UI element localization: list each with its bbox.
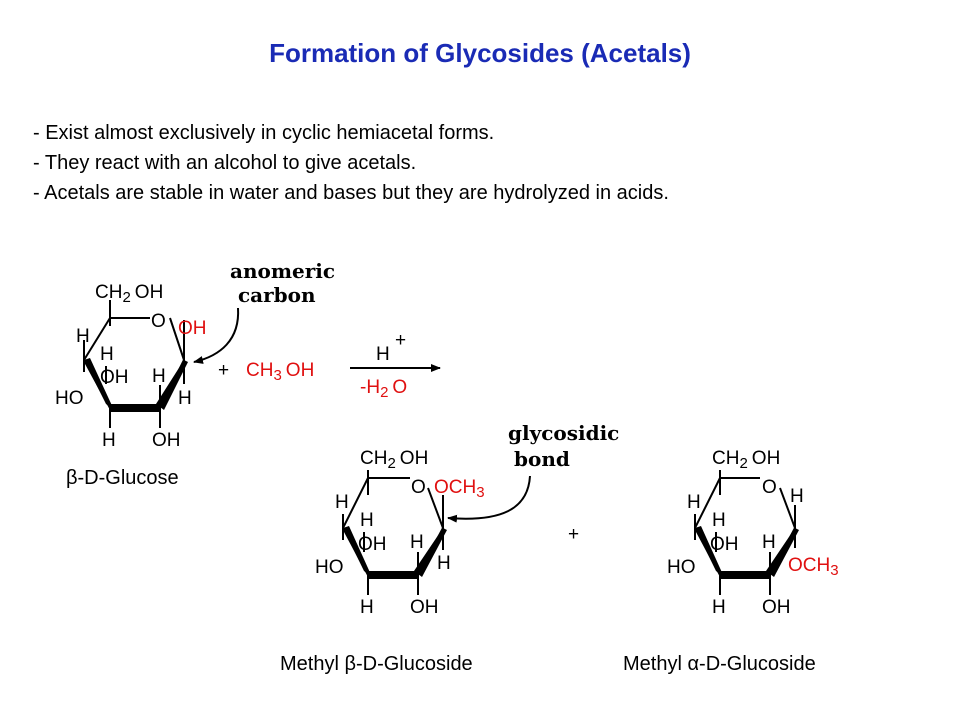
methyl-alpha-h-c4: H: [687, 492, 701, 513]
methyl-beta-oh-bottom: OH: [410, 597, 439, 618]
svg-text:OCH3: OCH3: [788, 555, 839, 579]
reagent-plus: +: [218, 360, 229, 381]
methyl-alpha-h-c2: H: [762, 532, 776, 553]
methyl-alpha-h-anomeric: H: [790, 486, 804, 507]
beta-glucose-h-c2: H: [152, 366, 166, 387]
methanol-ch: CH: [246, 360, 273, 381]
catalyst-h: H: [376, 344, 390, 365]
svg-text:OCH3: OCH3: [434, 477, 485, 501]
methyl-beta-ring-oxygen: O: [411, 477, 426, 498]
beta-glucose-ch2-oh: OH: [135, 282, 164, 303]
beta-glucose-ho-c4: HO: [55, 388, 84, 409]
methyl-beta-wedge-left: [343, 526, 372, 577]
methyl-alpha-ho-c4: HO: [667, 557, 696, 578]
methyl-alpha-ring-oxygen: O: [762, 477, 777, 498]
bullet-item-1: - Exist almost exclusively in cyclic hem…: [33, 122, 495, 144]
methyl-beta-oh-c3: OH: [358, 534, 387, 555]
bullet-item-2: - They react with an alcohol to give ace…: [33, 152, 417, 174]
methyl-beta-ch2-subscript: 2: [387, 455, 395, 472]
beta-glucose-wedge-right: [156, 360, 188, 410]
beta-glucose-anomeric-oh: OH: [178, 318, 207, 339]
methyl-beta-och: OCH: [434, 477, 476, 498]
methyl-alpha-och: OCH: [788, 555, 830, 576]
svg-text:-H2O: -H2O: [360, 377, 407, 401]
beta-glucose-greek: β: [66, 467, 78, 489]
methyl-alpha-oh-c3: OH: [710, 534, 739, 555]
methyl-beta-h-bottom: H: [360, 597, 374, 618]
svg-text:β-D-Glucose: β-D-Glucose: [66, 467, 179, 489]
methyl-beta-och-subscript: 3: [476, 484, 484, 501]
methyl-alpha-och-subscript: 3: [830, 562, 838, 579]
methyl-alpha-h-c4b: H: [712, 510, 726, 531]
methyl-alpha-caption-prefix: Methyl: [623, 653, 687, 675]
methyl-beta-ch2: CH: [360, 448, 387, 469]
svg-text:Methyl β-D-Glucoside: Methyl β-D-Glucoside: [280, 653, 473, 675]
glycosidic-label-line2: bond: [514, 447, 570, 471]
glycosidic-pointer-arrow: [447, 475, 531, 523]
methyl-beta-h-c1: H: [437, 553, 451, 574]
methyl-alpha-bold-bond: [720, 571, 770, 579]
methyl-beta-h-c4b: H: [360, 510, 374, 531]
beta-glucose-ring-oxygen: O: [151, 311, 166, 332]
beta-glucose-ch2: CH: [95, 282, 122, 303]
byproduct-h: -H: [360, 377, 380, 398]
methyl-beta-wedge-right: [414, 528, 447, 577]
byproduct-o: O: [392, 377, 407, 398]
methyl-beta-h-c4: H: [335, 492, 349, 513]
anomeric-label-line2: carbon: [238, 283, 316, 307]
beta-glucose-h-bottom: H: [102, 430, 116, 451]
products-plus: +: [568, 524, 579, 545]
methyl-alpha-ch2: CH: [712, 448, 739, 469]
methyl-beta-caption-rest: -D-Glucoside: [356, 653, 473, 675]
slide-title: Formation of Glycosides (Acetals): [269, 38, 691, 68]
byproduct-subscript: 2: [380, 384, 388, 401]
methyl-alpha-oh-bottom: OH: [762, 597, 791, 618]
beta-glucose-wedge-left: [84, 358, 114, 410]
methyl-alpha-wedge-right: [766, 528, 799, 577]
bullet-list: - Exist almost exclusively in cyclic hem…: [33, 118, 669, 208]
methyl-alpha-caption-rest: -D-Glucoside: [699, 653, 816, 675]
svg-text:Methyl α-D-Glucoside: Methyl α-D-Glucoside: [623, 653, 816, 675]
bullet-item-3: - Acetals are stable in water and bases …: [33, 182, 669, 204]
beta-glucose-oh-c3: OH: [100, 367, 129, 388]
methyl-alpha-ch2-subscript: 2: [739, 455, 747, 472]
anomeric-pointer-arrow: [193, 307, 240, 364]
methyl-beta-ch2-oh: OH: [400, 448, 429, 469]
methyl-alpha-h-bottom: H: [712, 597, 726, 618]
methyl-beta-caption-prefix: Methyl: [280, 653, 344, 675]
beta-glucose-bold-bond: [110, 404, 160, 412]
methyl-beta-bold-bond: [368, 571, 418, 579]
beta-glucose-h-c4: H: [76, 326, 90, 347]
methyl-beta-h-c2: H: [410, 532, 424, 553]
catalyst-plus: +: [395, 330, 406, 351]
beta-glucose-h-c1: H: [178, 388, 192, 409]
methyl-beta-caption-greek: β: [344, 653, 356, 675]
beta-glucose-caption: -D-Glucose: [78, 467, 179, 489]
methyl-alpha-wedge-left: [695, 526, 724, 577]
beta-glucose-ch2-subscript: 2: [122, 289, 130, 306]
methanol-oh: OH: [286, 360, 315, 381]
methyl-beta-ho-c4: HO: [315, 557, 344, 578]
beta-glucose-h-c4b: H: [100, 344, 114, 365]
anomeric-label-line1: anomeric: [230, 259, 335, 283]
methyl-alpha-ch2-oh: OH: [752, 448, 781, 469]
methanol-subscript: 3: [273, 367, 281, 384]
beta-glucose-oh-bottom: OH: [152, 430, 181, 451]
methyl-alpha-caption-greek: α: [687, 653, 699, 675]
glycosidic-label-line1: glycosidic: [508, 421, 619, 445]
